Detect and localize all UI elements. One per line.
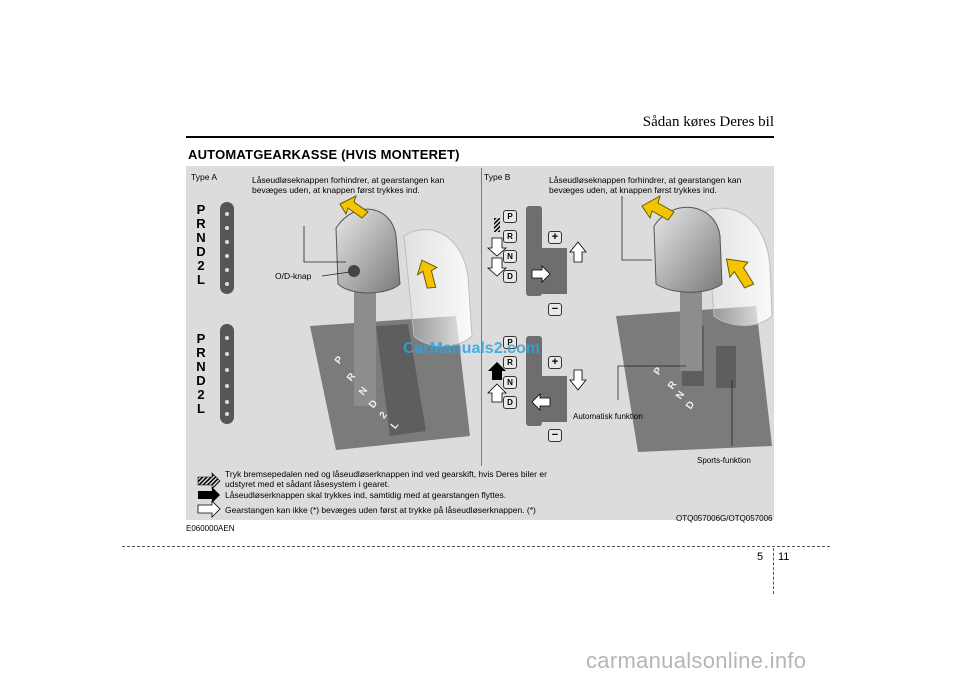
- type-a-pattern-strip-top: [220, 202, 234, 294]
- outline-up-arrow-icon: [487, 383, 507, 403]
- type-a-callout-line: [303, 226, 346, 263]
- gear-letter: N: [196, 359, 206, 374]
- page-number: 11: [778, 551, 790, 563]
- type-b-gear-boxes-top: P R N D: [503, 210, 517, 283]
- type-b-move-arrow-icon: [725, 258, 755, 289]
- type-b-manual-slot: [716, 346, 736, 388]
- solid-up-arrow-icon: [488, 362, 506, 380]
- footer-watermark: carmanualsonline.info: [586, 648, 807, 673]
- figure-divider: [481, 168, 482, 466]
- type-a-push-arrow-icon: [339, 195, 369, 219]
- gear-letter: L: [197, 272, 205, 287]
- gear-box: R: [503, 230, 517, 243]
- gear-box: P: [503, 336, 517, 349]
- od-button-label: O/D-knap: [275, 271, 312, 281]
- minus-box-top: −: [548, 303, 562, 316]
- gearshift-illustration: [197, 194, 773, 518]
- type-a-lever-knob: [335, 208, 401, 294]
- section-heading: AUTOMATGEARKASSE (HVIS MONTERET): [188, 147, 460, 162]
- type-b-callout-text: Låseudløseknappen forhindrer, at gearsta…: [549, 175, 742, 195]
- type-b-gear-boxes-bottom: P R N D: [503, 336, 517, 409]
- page-number-divider: [773, 548, 774, 594]
- type-a-pattern-strip-bottom: [220, 324, 234, 424]
- od-button-icon: [348, 265, 360, 277]
- gear-letter: R: [196, 216, 206, 231]
- type-a-move-arrow-icon: [416, 259, 438, 289]
- type-b-lever-knob: [653, 206, 723, 293]
- legend-solid-text: Låseudløserknappen skal trykkes ind, sam…: [225, 490, 507, 500]
- gear-letter: D: [196, 373, 206, 388]
- minus-box-bottom: −: [548, 429, 562, 442]
- outline-down-arrow-2-icon: [486, 257, 508, 277]
- outline-down-side-arrow-icon: [569, 369, 587, 391]
- watermark-logo: CarManuals2.com: [403, 340, 540, 357]
- gear-letter: 2: [197, 258, 205, 273]
- gear-letter: R: [196, 345, 206, 360]
- gear-box: P: [503, 210, 517, 223]
- hatched-arrow-icon: [197, 472, 221, 490]
- header-rule: [186, 136, 774, 138]
- auto-callout-line: [617, 365, 686, 400]
- running-header-title: Sådan køres Deres bil: [642, 114, 774, 130]
- type-b-manual-panel-top: [526, 206, 542, 296]
- outline-up-side-arrow-icon: [569, 241, 587, 263]
- gear-letter: L: [197, 401, 205, 416]
- outline-left-arrow-icon: [531, 393, 551, 411]
- page-section-number: 5: [757, 551, 764, 563]
- figure-code-left: E060000AEN: [186, 524, 235, 533]
- gear-letter: N: [196, 230, 206, 245]
- auto-mode-label: Automatisk funktion: [573, 412, 643, 421]
- od-callout-line: [321, 271, 351, 277]
- type-a-callout-text: Låseudløseknappen forhindrer, at gearsta…: [252, 175, 445, 195]
- legend-hatched-text: Tryk bremsepedalen ned og låseudløserkna…: [225, 469, 547, 489]
- gear-box: N: [503, 250, 517, 263]
- type-a-lever-shaft: [354, 276, 376, 406]
- type-b-label: Type B: [484, 172, 511, 182]
- plus-box-top: +: [548, 231, 562, 244]
- legend-outline-text: Gearstangen kan ikke (*) bevæges uden fø…: [225, 505, 536, 515]
- type-b-lever-shaft: [680, 281, 702, 371]
- gear-letter: 2: [197, 387, 205, 402]
- gear-box: R: [503, 356, 517, 369]
- outline-down-arrow-icon: [486, 237, 508, 257]
- gear-box: D: [503, 270, 517, 283]
- type-b-push-arrow-icon: [641, 194, 675, 221]
- type-a-gear-sequence-top: P R N D 2 L: [192, 203, 210, 287]
- gear-box: D: [503, 396, 517, 409]
- type-a-gear-sequence-bottom: P R N D 2 L: [192, 332, 210, 416]
- footer-dashed-rule: [122, 546, 830, 547]
- solid-arrow-icon: [198, 487, 220, 503]
- outline-arrow-icon: [197, 500, 221, 518]
- gear-letter: P: [196, 331, 206, 346]
- type-a-gate-slot: [376, 324, 426, 436]
- type-a-label: Type A: [191, 172, 217, 182]
- outline-right-arrow-icon: [531, 265, 551, 283]
- sports-mode-label: Sports-funktion: [697, 456, 751, 465]
- type-a-ghost-lever: [403, 229, 473, 347]
- gearshift-figure: [186, 166, 774, 520]
- hatched-arrow-type-b-icon: [494, 218, 500, 232]
- gear-box: N: [503, 376, 517, 389]
- type-b-callout-line: [621, 196, 652, 261]
- figure-code-right: OTQ057006G/OTQ057006: [676, 514, 773, 523]
- gear-letter: P: [196, 202, 206, 217]
- plus-box-bottom: +: [548, 356, 562, 369]
- gear-letter: D: [196, 244, 206, 259]
